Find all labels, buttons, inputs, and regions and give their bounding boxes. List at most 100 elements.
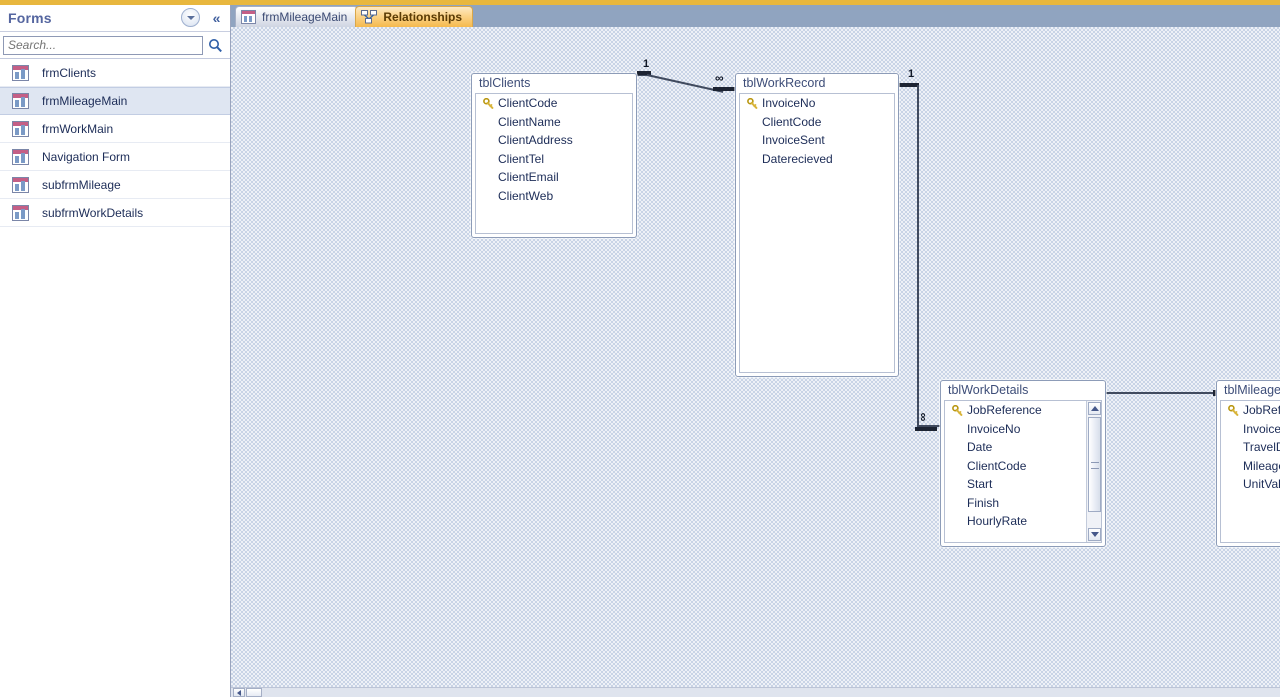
table-title: tblWorkDetails bbox=[941, 381, 1105, 400]
table-field-label: ClientCode bbox=[762, 114, 822, 129]
list-item[interactable]: Navigation Form bbox=[0, 143, 230, 171]
form-object-icon bbox=[12, 148, 29, 165]
primary-key-icon bbox=[1225, 404, 1241, 416]
relationship-endcap bbox=[637, 71, 651, 75]
table-field-row[interactable]: InvoiceNo bbox=[945, 420, 1101, 439]
list-item[interactable]: frmMileageMain bbox=[0, 87, 230, 115]
list-item-label: frmClients bbox=[42, 65, 97, 80]
triangle-down-icon bbox=[1090, 532, 1099, 537]
table-field-label: ClientCode bbox=[967, 458, 1027, 473]
form-object-icon bbox=[12, 120, 29, 137]
table-field-row[interactable]: Daterecieved bbox=[740, 150, 894, 169]
table-field-label: InvoiceNo bbox=[1243, 421, 1280, 436]
table-field-row[interactable]: ClientCode bbox=[945, 457, 1101, 476]
table-field-row[interactable]: Start bbox=[945, 475, 1101, 494]
table-field-row[interactable]: Finish bbox=[945, 494, 1101, 513]
table-field-row[interactable]: ClientCode bbox=[476, 94, 632, 113]
tab-label: Relationships bbox=[383, 10, 463, 24]
table-field-label: Date bbox=[967, 440, 993, 455]
table-field-row[interactable]: ClientTel bbox=[476, 150, 632, 169]
list-item-label: subfrmWorkDetails bbox=[42, 205, 144, 220]
table-field-label: Daterecieved bbox=[762, 151, 833, 166]
table-field-label: JobReference bbox=[967, 403, 1042, 418]
relationships-icon bbox=[361, 10, 378, 24]
navigation-pane: Forms « frmClients frmMileageMain frmWorkM… bbox=[0, 5, 231, 697]
list-item[interactable]: subfrmWorkDetails bbox=[0, 199, 230, 227]
search-icon[interactable] bbox=[203, 38, 227, 53]
form-object-icon bbox=[241, 10, 256, 24]
table-field-row[interactable]: ClientEmail bbox=[476, 168, 632, 187]
relationship-line-workrecord-workdetails-h bbox=[917, 425, 942, 427]
scroll-down-button[interactable] bbox=[1088, 528, 1101, 541]
relationship-endcap bbox=[915, 427, 937, 431]
table-field-label: TravelDate bbox=[1243, 440, 1280, 455]
canvas-horizontal-scrollbar[interactable] bbox=[231, 687, 1280, 697]
table-field-row[interactable]: Date bbox=[945, 438, 1101, 457]
tab-label: frmMileageMain bbox=[262, 10, 348, 24]
list-item[interactable]: subfrmMileage bbox=[0, 171, 230, 199]
chevron-down-circle-icon bbox=[181, 8, 200, 27]
list-item-label: frmWorkMain bbox=[42, 121, 114, 136]
primary-key-icon bbox=[480, 97, 496, 109]
table-field-row[interactable]: JobReference bbox=[1221, 401, 1280, 420]
table-field-label: Mileage bbox=[1243, 458, 1280, 473]
table-field-row[interactable]: TravelDate bbox=[1221, 438, 1280, 457]
search-input[interactable] bbox=[3, 35, 203, 55]
table-box-tblMileage[interactable]: tblMileageJobReferenceInvoiceNoTravelDat… bbox=[1216, 380, 1280, 547]
table-field-row[interactable]: ClientAddress bbox=[476, 131, 632, 150]
table-field-label: JobReference bbox=[1243, 403, 1280, 418]
list-item-label: Navigation Form bbox=[42, 149, 131, 164]
table-field-label: Finish bbox=[967, 495, 1000, 510]
table-field-label: InvoiceNo bbox=[967, 421, 1021, 436]
navigation-pane-header-buttons: « bbox=[181, 8, 226, 27]
tab-frmmileagemain[interactable]: frmMileageMain bbox=[235, 6, 359, 27]
navigation-pane-menu-button[interactable] bbox=[181, 8, 200, 27]
collapse-pane-button[interactable]: « bbox=[207, 8, 226, 27]
table-field-row[interactable]: HourlyRate bbox=[945, 512, 1101, 531]
triangle-left-icon bbox=[237, 689, 241, 696]
table-field-row[interactable]: ClientWeb bbox=[476, 187, 632, 206]
table-field-row[interactable]: ClientCode bbox=[740, 113, 894, 132]
table-field-row[interactable]: Mileage bbox=[1221, 457, 1280, 476]
list-item-label: frmMileageMain bbox=[42, 94, 128, 108]
relationship-line-workdetails-mileage bbox=[1097, 392, 1219, 394]
table-field-label: ClientName bbox=[498, 114, 561, 129]
navigation-pane-header: Forms « bbox=[0, 5, 230, 32]
primary-key-icon bbox=[949, 404, 965, 416]
scroll-left-button[interactable] bbox=[233, 688, 245, 697]
cardinality-one-clients: 1 bbox=[643, 58, 650, 70]
cardinality-one-workrecord: 1 bbox=[908, 68, 915, 80]
relationship-endcap bbox=[899, 83, 919, 87]
list-item-label: subfrmMileage bbox=[42, 177, 121, 192]
table-field-label: InvoiceNo bbox=[762, 96, 816, 111]
form-object-icon bbox=[12, 176, 29, 193]
tab-relationships[interactable]: Relationships bbox=[355, 6, 474, 27]
table-field-label: HourlyRate bbox=[967, 514, 1028, 529]
table-field-row[interactable]: UnitValue bbox=[1221, 475, 1280, 494]
table-field-row[interactable]: InvoiceSent bbox=[740, 131, 894, 150]
search-bar bbox=[0, 32, 230, 59]
list-item[interactable]: frmWorkMain bbox=[0, 115, 230, 143]
form-object-icon bbox=[12, 64, 29, 81]
table-field-label: ClientAddress bbox=[498, 133, 573, 148]
table-vertical-scrollbar[interactable] bbox=[1086, 401, 1101, 542]
table-field-label: ClientWeb bbox=[498, 188, 554, 203]
scroll-up-button[interactable] bbox=[1088, 402, 1101, 415]
list-item[interactable]: frmClients bbox=[0, 59, 230, 87]
vertical-scroll-thumb[interactable] bbox=[1088, 417, 1101, 512]
table-field-row[interactable]: JobReference bbox=[945, 401, 1101, 420]
horizontal-scroll-thumb[interactable] bbox=[246, 688, 262, 697]
table-field-label: ClientEmail bbox=[498, 170, 559, 185]
table-field-row[interactable]: ClientName bbox=[476, 113, 632, 132]
table-field-row[interactable]: InvoiceNo bbox=[1221, 420, 1280, 439]
relationship-line-diagonal bbox=[646, 74, 724, 93]
table-field-row[interactable]: InvoiceNo bbox=[740, 94, 894, 113]
